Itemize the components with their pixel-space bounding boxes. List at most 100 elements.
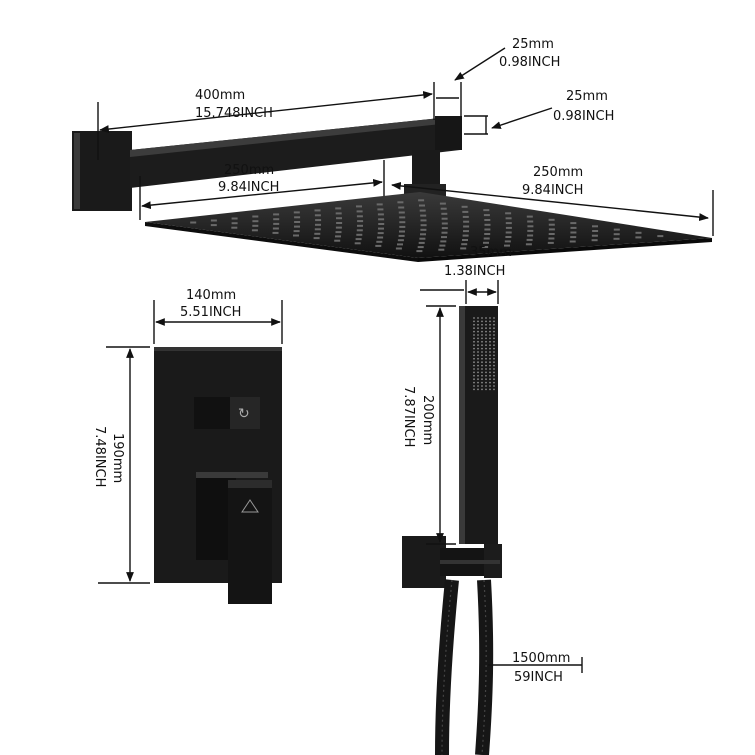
- nozzle: [591, 239, 598, 242]
- nozzle: [419, 209, 426, 212]
- nozzle: [441, 212, 448, 215]
- nozzle: [252, 220, 259, 223]
- nozzle: [335, 226, 342, 229]
- nozzle: [273, 222, 280, 225]
- nozzle: [613, 228, 620, 231]
- nozzle: [420, 228, 427, 231]
- hand-nozzle: [485, 330, 487, 333]
- nozzle: [272, 227, 279, 230]
- hand-shower-nozzles: [473, 317, 495, 391]
- hand-nozzle: [493, 347, 495, 350]
- nozzle: [418, 241, 425, 244]
- nozzle: [483, 241, 489, 244]
- hand-nozzle: [489, 368, 491, 370]
- hand-nozzle: [473, 334, 475, 336]
- nozzle: [420, 219, 427, 222]
- nozzle: [293, 211, 300, 214]
- nozzle: [314, 209, 321, 212]
- nozzle: [335, 207, 342, 210]
- nozzle: [252, 224, 259, 227]
- hand-nozzle: [489, 327, 491, 330]
- nozzle: [657, 235, 664, 238]
- nozzle: [354, 242, 361, 245]
- nozzle: [461, 205, 468, 208]
- hand-nozzle: [489, 385, 491, 387]
- hand-nozzle: [473, 368, 475, 370]
- hand-nozzle: [493, 340, 495, 343]
- nozzle: [527, 220, 534, 223]
- nozzle: [548, 223, 555, 226]
- hand-nozzle: [493, 388, 495, 391]
- hand-nozzle: [477, 320, 479, 323]
- nozzle: [504, 244, 510, 247]
- nozzle: [273, 218, 280, 221]
- hand-nozzle: [477, 385, 479, 387]
- nozzle: [483, 214, 490, 217]
- nozzle: [440, 207, 447, 210]
- dim-hose-length: 1500mm 59INCH: [488, 651, 583, 685]
- dim-valve-height: 190mm 7.48INCH: [92, 346, 150, 584]
- nozzle: [314, 232, 321, 235]
- nozzle: [416, 250, 423, 253]
- hand-nozzle: [477, 354, 479, 357]
- hand-nozzle: [485, 320, 487, 323]
- nozzle: [592, 225, 598, 228]
- head-depth-mm: 250mm: [224, 163, 274, 178]
- nozzle: [438, 248, 445, 251]
- hand-nozzle: [477, 368, 479, 370]
- hand-nozzle: [493, 327, 495, 330]
- nozzle: [190, 221, 197, 224]
- nozzle: [484, 228, 491, 231]
- nozzle: [336, 222, 343, 224]
- hand-nozzle: [485, 340, 487, 343]
- hand-nozzle: [485, 317, 487, 319]
- nozzle: [440, 240, 447, 243]
- hand-nozzle: [489, 334, 491, 336]
- nozzle: [527, 225, 534, 228]
- nozzle: [377, 236, 384, 239]
- hand-nozzle: [489, 330, 491, 333]
- nozzle: [356, 215, 363, 218]
- hand-nozzle: [481, 374, 483, 377]
- hand-nozzle: [477, 330, 479, 333]
- hand-nozzle: [473, 344, 475, 347]
- nozzle: [314, 228, 321, 231]
- nozzle: [592, 230, 599, 232]
- nozzle: [505, 236, 512, 238]
- nozzle: [294, 221, 301, 223]
- nozzle: [505, 217, 512, 220]
- hand-nozzle: [485, 364, 487, 367]
- shower-hose: [435, 579, 494, 755]
- hand-nozzle: [493, 323, 495, 326]
- hand-nozzle: [477, 361, 479, 364]
- dim-arm-length: 400mm 15.748INCH: [97, 82, 435, 160]
- hand-nozzle: [477, 327, 479, 330]
- nozzle: [335, 231, 342, 234]
- hand-nozzle: [473, 320, 475, 323]
- hand-nozzle: [489, 378, 491, 381]
- hand-nozzle: [493, 354, 495, 357]
- nozzle: [526, 215, 533, 218]
- hand-nozzle: [493, 368, 495, 370]
- nozzle: [439, 244, 446, 247]
- hand-nozzle: [477, 357, 479, 360]
- nozzle: [313, 237, 320, 240]
- hand-nozzle: [473, 317, 475, 319]
- nozzle: [461, 243, 468, 246]
- nozzle: [357, 224, 363, 227]
- nozzle: [251, 229, 258, 232]
- hand-nozzle: [485, 354, 487, 357]
- handheld-width-mm: 35mm: [470, 245, 512, 260]
- hand-nozzle: [485, 381, 487, 384]
- nozzle: [419, 237, 426, 240]
- hand-nozzle: [489, 351, 491, 353]
- hand-nozzle: [485, 388, 487, 391]
- hand-nozzle: [485, 368, 487, 370]
- shower-head-nozzles: [190, 199, 664, 253]
- nozzle: [527, 234, 534, 237]
- hand-nozzle: [473, 385, 475, 387]
- hand-nozzle: [493, 381, 495, 384]
- hand-nozzle: [481, 357, 483, 360]
